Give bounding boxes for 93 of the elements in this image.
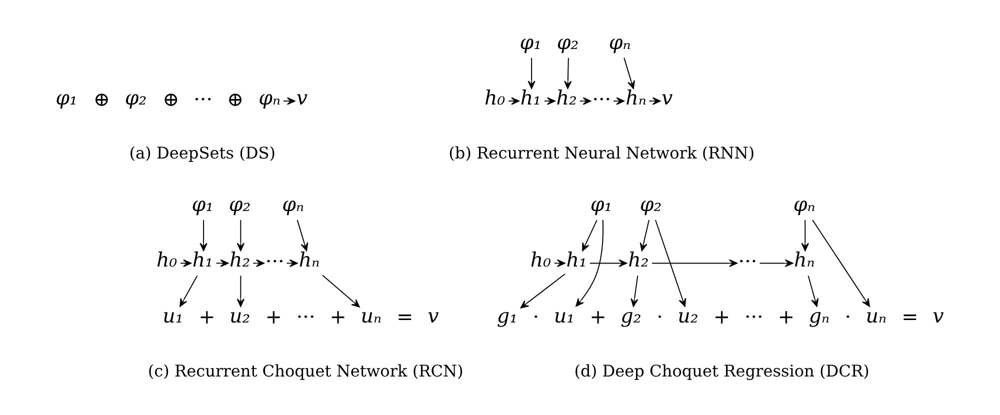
- node-text: g₂: [620, 304, 642, 328]
- node-text: φₙ: [258, 86, 281, 110]
- arrow: [520, 273, 566, 308]
- arrow: [200, 220, 208, 252]
- arrow: [286, 259, 298, 268]
- label: ·: [656, 306, 663, 329]
- node-text: h₁: [566, 248, 587, 272]
- arrow: [613, 97, 625, 105]
- label: ·: [532, 306, 540, 329]
- label: +: [198, 306, 216, 329]
- node-text: φ₂: [124, 86, 147, 110]
- node-text: g₁: [496, 304, 518, 328]
- node-text: uₙ: [866, 304, 887, 328]
- label: ⊕: [93, 88, 110, 111]
- node-text: ···: [265, 250, 284, 273]
- arrow: [236, 220, 244, 252]
- node-text: φ₂: [640, 192, 662, 216]
- arrow: [322, 274, 360, 308]
- label: v: [932, 304, 944, 328]
- arrow: [759, 259, 794, 268]
- label: ⊕: [162, 88, 180, 111]
- node-text: h₀: [156, 248, 178, 272]
- arrow: [180, 259, 192, 268]
- node-text: φ₂: [556, 30, 579, 54]
- node-text: h₂: [628, 248, 649, 272]
- arrow: [236, 275, 244, 307]
- node-text: u₂: [678, 304, 698, 328]
- node-text: ···: [592, 88, 612, 111]
- node-text: h₂: [230, 248, 250, 272]
- arrow: [252, 259, 264, 268]
- label: +: [590, 306, 606, 329]
- node-text: φₙ: [793, 192, 816, 216]
- arrow: [564, 57, 572, 90]
- arrow: [528, 57, 536, 90]
- label: =: [902, 306, 918, 329]
- arrow: [630, 275, 638, 307]
- label: ···: [744, 306, 764, 329]
- label: +: [714, 306, 730, 329]
- node-text: hₙ: [298, 248, 320, 272]
- label: (b) Recurrent Neural Network (RNN): [448, 143, 755, 162]
- node-text: φ₁: [192, 192, 214, 216]
- arrow: [508, 97, 520, 105]
- arrow: [648, 97, 661, 105]
- label: =: [396, 306, 414, 329]
- node-text: u₁: [162, 304, 184, 328]
- node-text: v: [662, 86, 673, 110]
- arrow: [216, 259, 229, 268]
- label: (d) Deep Choquet Regression (DCR): [574, 361, 870, 380]
- arrow: [296, 220, 308, 252]
- label: +: [330, 306, 346, 329]
- node-text: h₀: [530, 248, 552, 272]
- arrow: [801, 220, 809, 252]
- label: ⊕: [227, 88, 244, 111]
- arrow: [579, 97, 592, 105]
- label: +: [778, 306, 794, 329]
- node-text: gₙ: [808, 304, 830, 328]
- arrow: [180, 275, 198, 307]
- label: (c) Recurrent Choquet Network (RCN): [148, 361, 464, 380]
- label: ···: [194, 88, 213, 111]
- label: (a) DeepSets (DS): [129, 143, 276, 162]
- arrow: [544, 97, 556, 105]
- node-text: h₂: [556, 86, 578, 110]
- node-text: φ₁: [56, 86, 78, 110]
- label: +: [265, 306, 282, 329]
- label: v: [428, 304, 439, 328]
- node-text: u₂: [230, 304, 250, 328]
- arrow: [640, 220, 650, 252]
- arrow: [282, 97, 296, 105]
- node-text: h₁: [192, 248, 214, 272]
- label: ·: [844, 306, 852, 329]
- node-text: h₀: [484, 86, 506, 110]
- arrow: [652, 259, 738, 268]
- node-text: uₙ: [360, 304, 382, 328]
- node-text: φₙ: [608, 30, 631, 54]
- arrow: [554, 259, 566, 268]
- arrow: [624, 57, 635, 90]
- node-text: φ₁: [520, 30, 542, 54]
- arrow: [582, 220, 598, 252]
- arrow: [812, 220, 870, 307]
- node-text: v: [296, 86, 308, 110]
- arrow: [576, 220, 604, 307]
- node-text: φₙ: [282, 192, 304, 216]
- arrow: [589, 259, 628, 268]
- node-text: h₁: [520, 86, 542, 110]
- node-text: φ₂: [228, 192, 251, 216]
- node-text: u₁: [554, 304, 575, 328]
- node-text: hₙ: [794, 248, 815, 272]
- node-text: φ₁: [590, 192, 612, 216]
- label: ···: [296, 306, 316, 329]
- arrow: [808, 275, 819, 307]
- node-text: hₙ: [626, 86, 646, 110]
- arrow: [654, 220, 686, 307]
- node-text: ···: [738, 250, 758, 273]
